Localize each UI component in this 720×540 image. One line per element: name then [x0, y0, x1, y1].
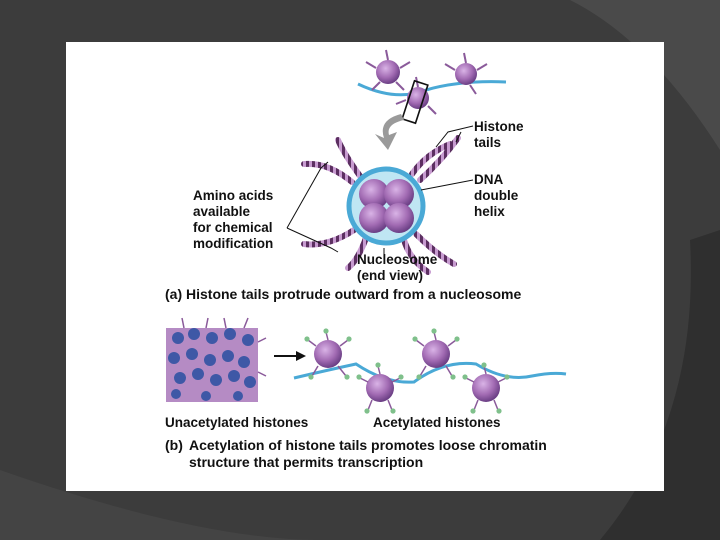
mini-chromatin — [357, 49, 507, 125]
mini-nucleosome-right — [444, 52, 488, 95]
zoom-arrow — [375, 114, 404, 150]
mini-nucleosome-left — [365, 49, 411, 91]
label-acetylated-histones: Acetylated histones — [373, 415, 501, 430]
unacetylated-cluster — [166, 317, 267, 402]
caption-panel-b: Acetylation of histone tails promotes lo… — [189, 437, 547, 470]
label-unacetylated-histones: Unacetylated histones — [165, 415, 309, 430]
conversion-arrow — [274, 351, 306, 361]
label-amino-acids: Amino acids available for chemical modif… — [193, 188, 274, 251]
acetylated-chromatin — [293, 328, 567, 414]
chromatin-figure — [166, 49, 567, 414]
histone-tails — [301, 135, 461, 275]
acetylated-nucleosome-3 — [412, 328, 460, 380]
caption-panel-a: (a) Histone tails protrude outward from … — [165, 286, 522, 302]
slide-content: Histone tails DNA double helix Amino aci… — [66, 42, 664, 491]
section-frame — [401, 79, 429, 125]
label-nucleosome-end-view: Nucleosome (end view) — [357, 252, 438, 283]
mini-nucleosome-middle — [395, 76, 437, 115]
acetylated-nucleosome-1 — [304, 328, 352, 380]
label-histone-tails: Histone tails — [474, 119, 524, 150]
label-dna-double-helix: DNA double helix — [474, 172, 519, 219]
leader-lines — [286, 125, 474, 258]
acetylated-nucleosome-2 — [356, 362, 404, 414]
caption-marker-panel-b: (b) — [165, 437, 183, 453]
acetylated-nucleosome-4 — [462, 362, 510, 414]
nucleosome-end-view — [301, 135, 461, 275]
histone-octamer — [359, 179, 414, 233]
